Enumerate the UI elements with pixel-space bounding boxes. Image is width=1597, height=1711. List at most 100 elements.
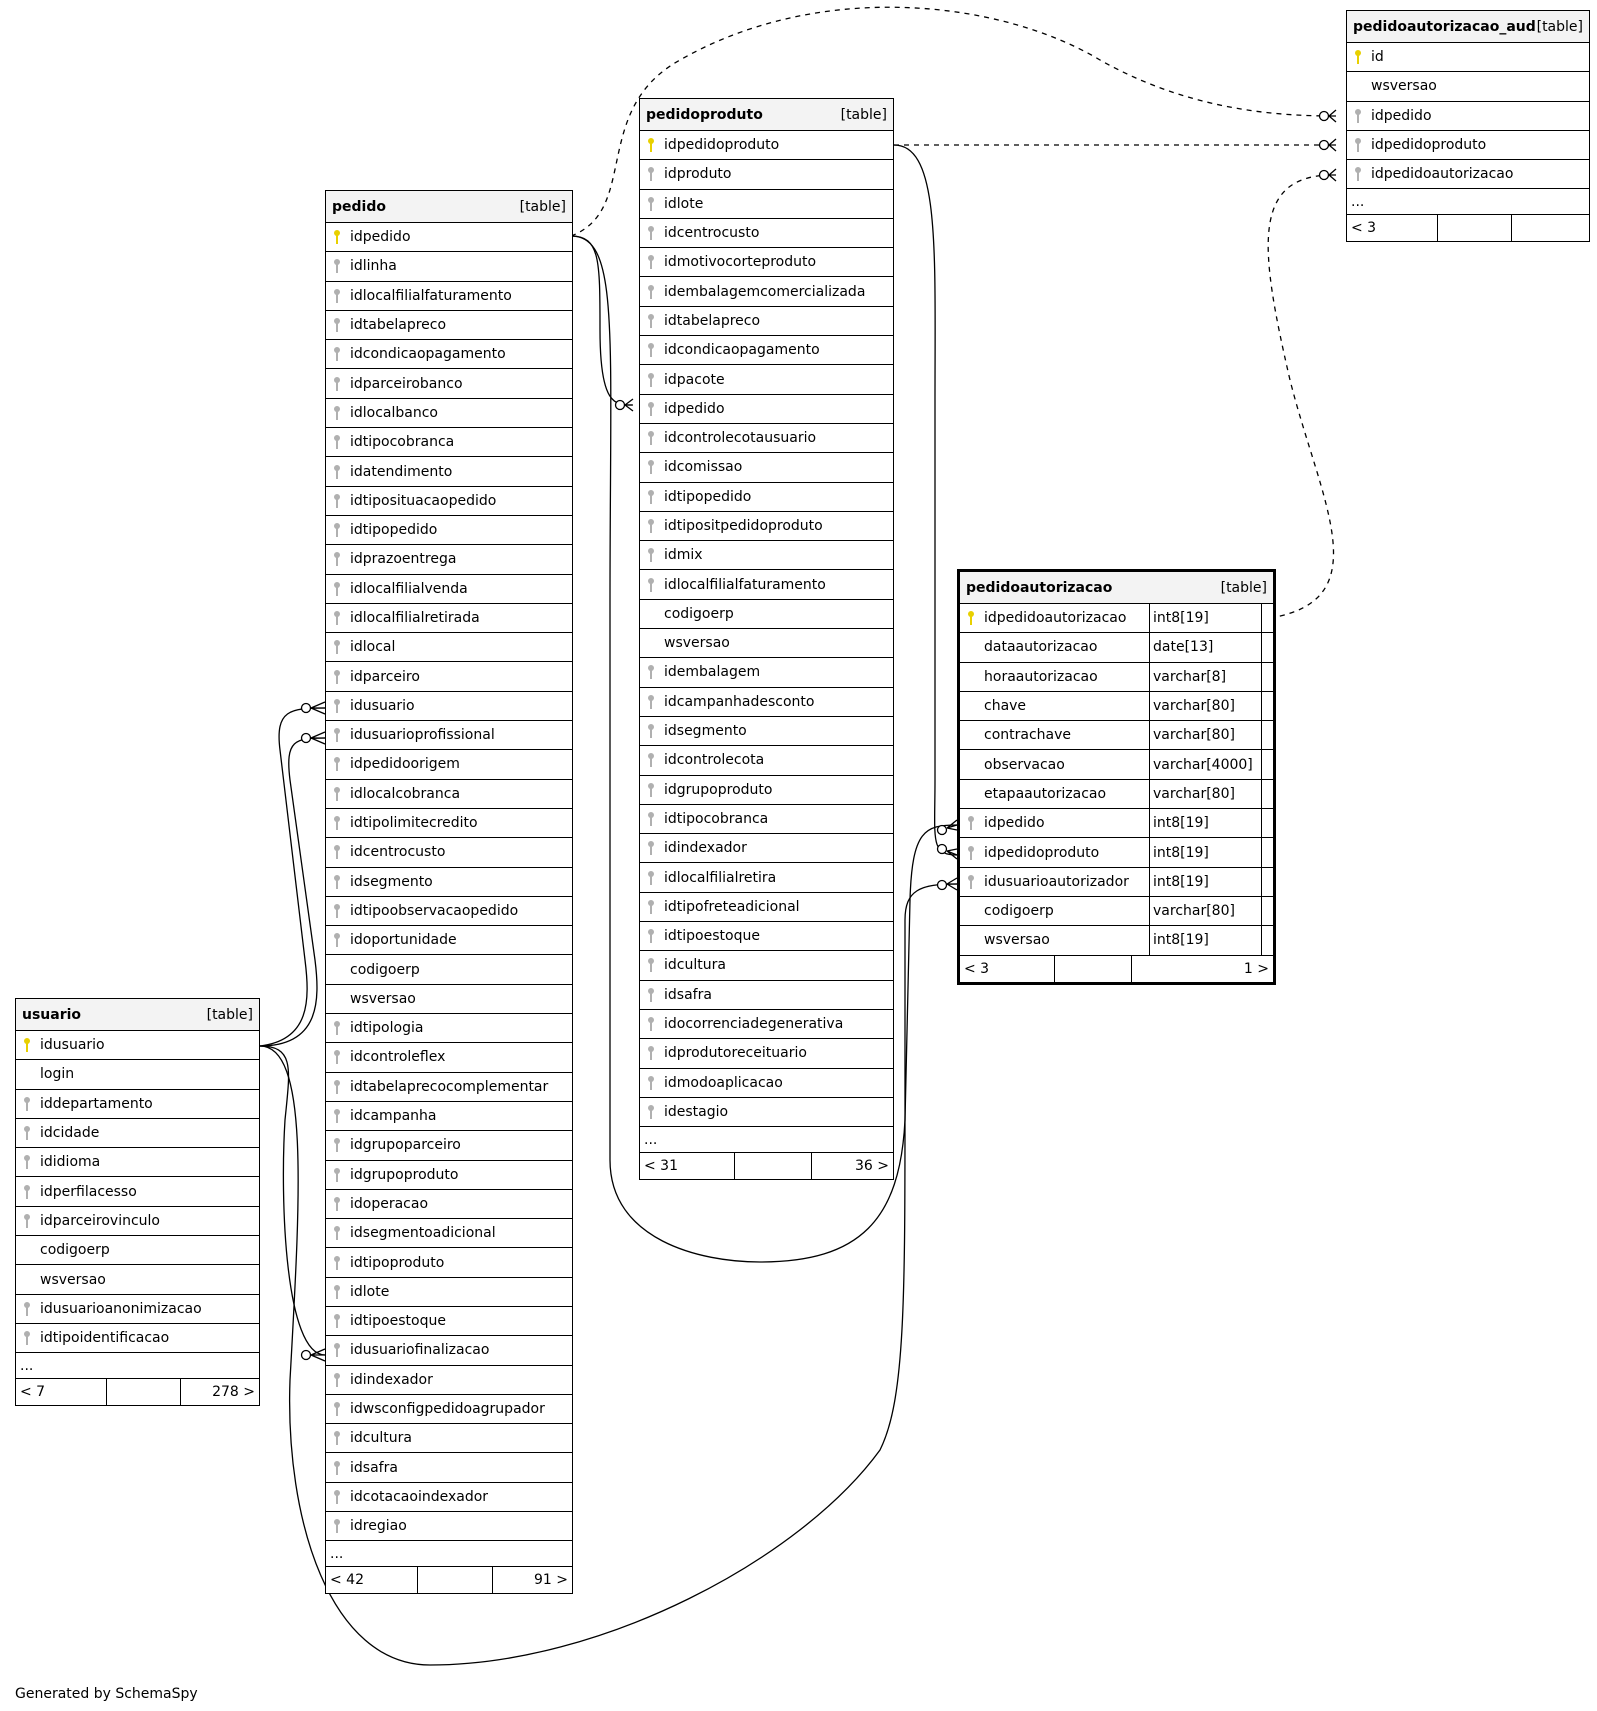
column-row[interactable]: idtipoestoque bbox=[640, 922, 893, 952]
column-row[interactable]: idtipofreteadicional bbox=[640, 893, 893, 923]
column-row[interactable]: idusuarioanonimizacao bbox=[16, 1295, 259, 1324]
column-row[interactable]: idusuario bbox=[16, 1031, 259, 1061]
column-row[interactable]: idmodoaplicacao bbox=[640, 1069, 893, 1098]
column-row[interactable]: idtipoidentificacao bbox=[16, 1324, 259, 1354]
column-row[interactable]: wsversao bbox=[1347, 72, 1589, 102]
column-row[interactable]: idpedido bbox=[326, 223, 572, 253]
column-row[interactable]: idgrupoparceiro bbox=[326, 1131, 572, 1161]
table-name[interactable]: pedido bbox=[332, 198, 386, 215]
parent-count[interactable]: < 3 bbox=[964, 960, 990, 977]
column-row[interactable]: idpedidoproduto bbox=[640, 131, 893, 161]
column-row[interactable]: idpedido bbox=[640, 395, 893, 424]
column-row[interactable]: idtipopedido bbox=[640, 483, 893, 512]
column-row[interactable]: idtabelaprecocomplementar bbox=[326, 1073, 572, 1102]
column-row[interactable]: idsegmentoadicional bbox=[326, 1219, 572, 1249]
column-row[interactable]: idcotacaoindexador bbox=[326, 1483, 572, 1513]
column-row[interactable]: idlocalfilialretirada bbox=[326, 604, 572, 634]
column-row[interactable]: idtipolimitecredito bbox=[326, 809, 572, 839]
column-row[interactable]: codigoerp bbox=[16, 1236, 259, 1266]
column-row[interactable]: idsegmento bbox=[326, 868, 572, 897]
column-row[interactable]: idtipocobranca bbox=[326, 428, 572, 458]
column-row[interactable]: idcampanhadesconto bbox=[640, 688, 893, 717]
column-row[interactable]: idocorrenciadegenerativa bbox=[640, 1010, 893, 1040]
column-row[interactable]: idcultura bbox=[640, 951, 893, 981]
column-row[interactable]: idlinha bbox=[326, 252, 572, 282]
column-row[interactable]: idtiposituacaopedido bbox=[326, 487, 572, 516]
column-row[interactable]: idsafra bbox=[326, 1453, 572, 1483]
table-name[interactable]: pedidoautorizacao bbox=[966, 579, 1113, 596]
column-row[interactable]: idembalagemcomercializada bbox=[640, 277, 893, 307]
column-row[interactable]: idtipologia bbox=[326, 1014, 572, 1044]
column-row[interactable]: idprazoentrega bbox=[326, 545, 572, 575]
column-row[interactable]: idlote bbox=[326, 1278, 572, 1307]
column-row[interactable]: idusuario bbox=[326, 692, 572, 722]
child-count[interactable]: 36 > bbox=[854, 1158, 889, 1175]
column-row[interactable]: idwsconfigpedidoagrupador bbox=[326, 1395, 572, 1425]
column-row[interactable]: idestagio bbox=[640, 1098, 893, 1128]
column-row[interactable]: idtipoobservacaopedido bbox=[326, 897, 572, 927]
column-row[interactable]: idpedidoproduto bbox=[1347, 131, 1589, 161]
column-row[interactable]: idprodutoreceituario bbox=[640, 1039, 893, 1069]
column-row[interactable]: idmix bbox=[640, 541, 893, 571]
column-row[interactable]: iddepartamento bbox=[16, 1090, 259, 1119]
column-row[interactable]: idpedidoautorizacao bbox=[1347, 160, 1589, 190]
column-row[interactable]: idcondicaopagamento bbox=[640, 336, 893, 366]
column-row[interactable]: idatendimento bbox=[326, 457, 572, 487]
column-row[interactable]: idindexador bbox=[326, 1366, 572, 1395]
column-row[interactable]: idcondicaopagamento bbox=[326, 340, 572, 370]
column-row[interactable]: idlocalfilialfaturamento bbox=[326, 282, 572, 311]
column-row[interactable]: idpacote bbox=[640, 365, 893, 395]
column-row[interactable]: idlocalfilialvenda bbox=[326, 575, 572, 604]
column-row[interactable]: wsversao bbox=[16, 1265, 259, 1295]
parent-count[interactable]: < 3 bbox=[1351, 220, 1377, 237]
column-row[interactable]: idtipositpedidoproduto bbox=[640, 512, 893, 542]
column-row[interactable]: idcampanha bbox=[326, 1102, 572, 1132]
column-row[interactable]: idcontrolecota bbox=[640, 746, 893, 776]
column-row[interactable]: idproduto bbox=[640, 160, 893, 190]
column-row[interactable]: codigoerp bbox=[326, 955, 572, 985]
column-row[interactable]: idembalagem bbox=[640, 658, 893, 688]
child-count[interactable]: 278 > bbox=[212, 1384, 255, 1401]
table-pedidoautorizacao[interactable]: pedidoautorizacao[table]idpedidoautoriza… bbox=[957, 569, 1276, 985]
column-row[interactable]: idparceirovinculo bbox=[16, 1207, 259, 1237]
column-row[interactable]: idcontroleflex bbox=[326, 1043, 572, 1073]
column-row[interactable]: idmotivocorteproduto bbox=[640, 248, 893, 278]
column-row[interactable]: idgrupoproduto bbox=[640, 776, 893, 805]
table-name[interactable]: pedidoautorizacao_aud bbox=[1353, 18, 1536, 35]
column-row[interactable]: idlocalbanco bbox=[326, 399, 572, 429]
column-row[interactable]: idtipopedido bbox=[326, 516, 572, 546]
column-row[interactable]: idparceirobanco bbox=[326, 369, 572, 399]
column-row[interactable]: idperfilacesso bbox=[16, 1177, 259, 1207]
column-row[interactable]: idtipoproduto bbox=[326, 1248, 572, 1278]
column-row[interactable]: idcontrolecotausuario bbox=[640, 424, 893, 454]
column-row[interactable]: idcentrocusto bbox=[326, 838, 572, 868]
column-row[interactable]: idoperacao bbox=[326, 1190, 572, 1220]
column-row[interactable]: idtipoestoque bbox=[326, 1307, 572, 1337]
parent-count[interactable]: < 31 bbox=[644, 1158, 678, 1175]
column-row[interactable]: idtabelapreco bbox=[640, 307, 893, 337]
column-row[interactable]: idlote bbox=[640, 190, 893, 219]
parent-count[interactable]: < 42 bbox=[330, 1572, 364, 1589]
column-row[interactable]: codigoerp bbox=[640, 600, 893, 630]
column-row[interactable]: idpedidoorigem bbox=[326, 750, 572, 780]
child-count[interactable]: 91 > bbox=[533, 1572, 568, 1589]
column-row[interactable]: idsafra bbox=[640, 981, 893, 1010]
column-row[interactable]: id bbox=[1347, 43, 1589, 73]
column-row[interactable]: idcentrocusto bbox=[640, 219, 893, 249]
column-row[interactable]: idtipocobranca bbox=[640, 805, 893, 835]
column-row[interactable]: idcultura bbox=[326, 1424, 572, 1454]
column-row[interactable]: idindexador bbox=[640, 834, 893, 864]
